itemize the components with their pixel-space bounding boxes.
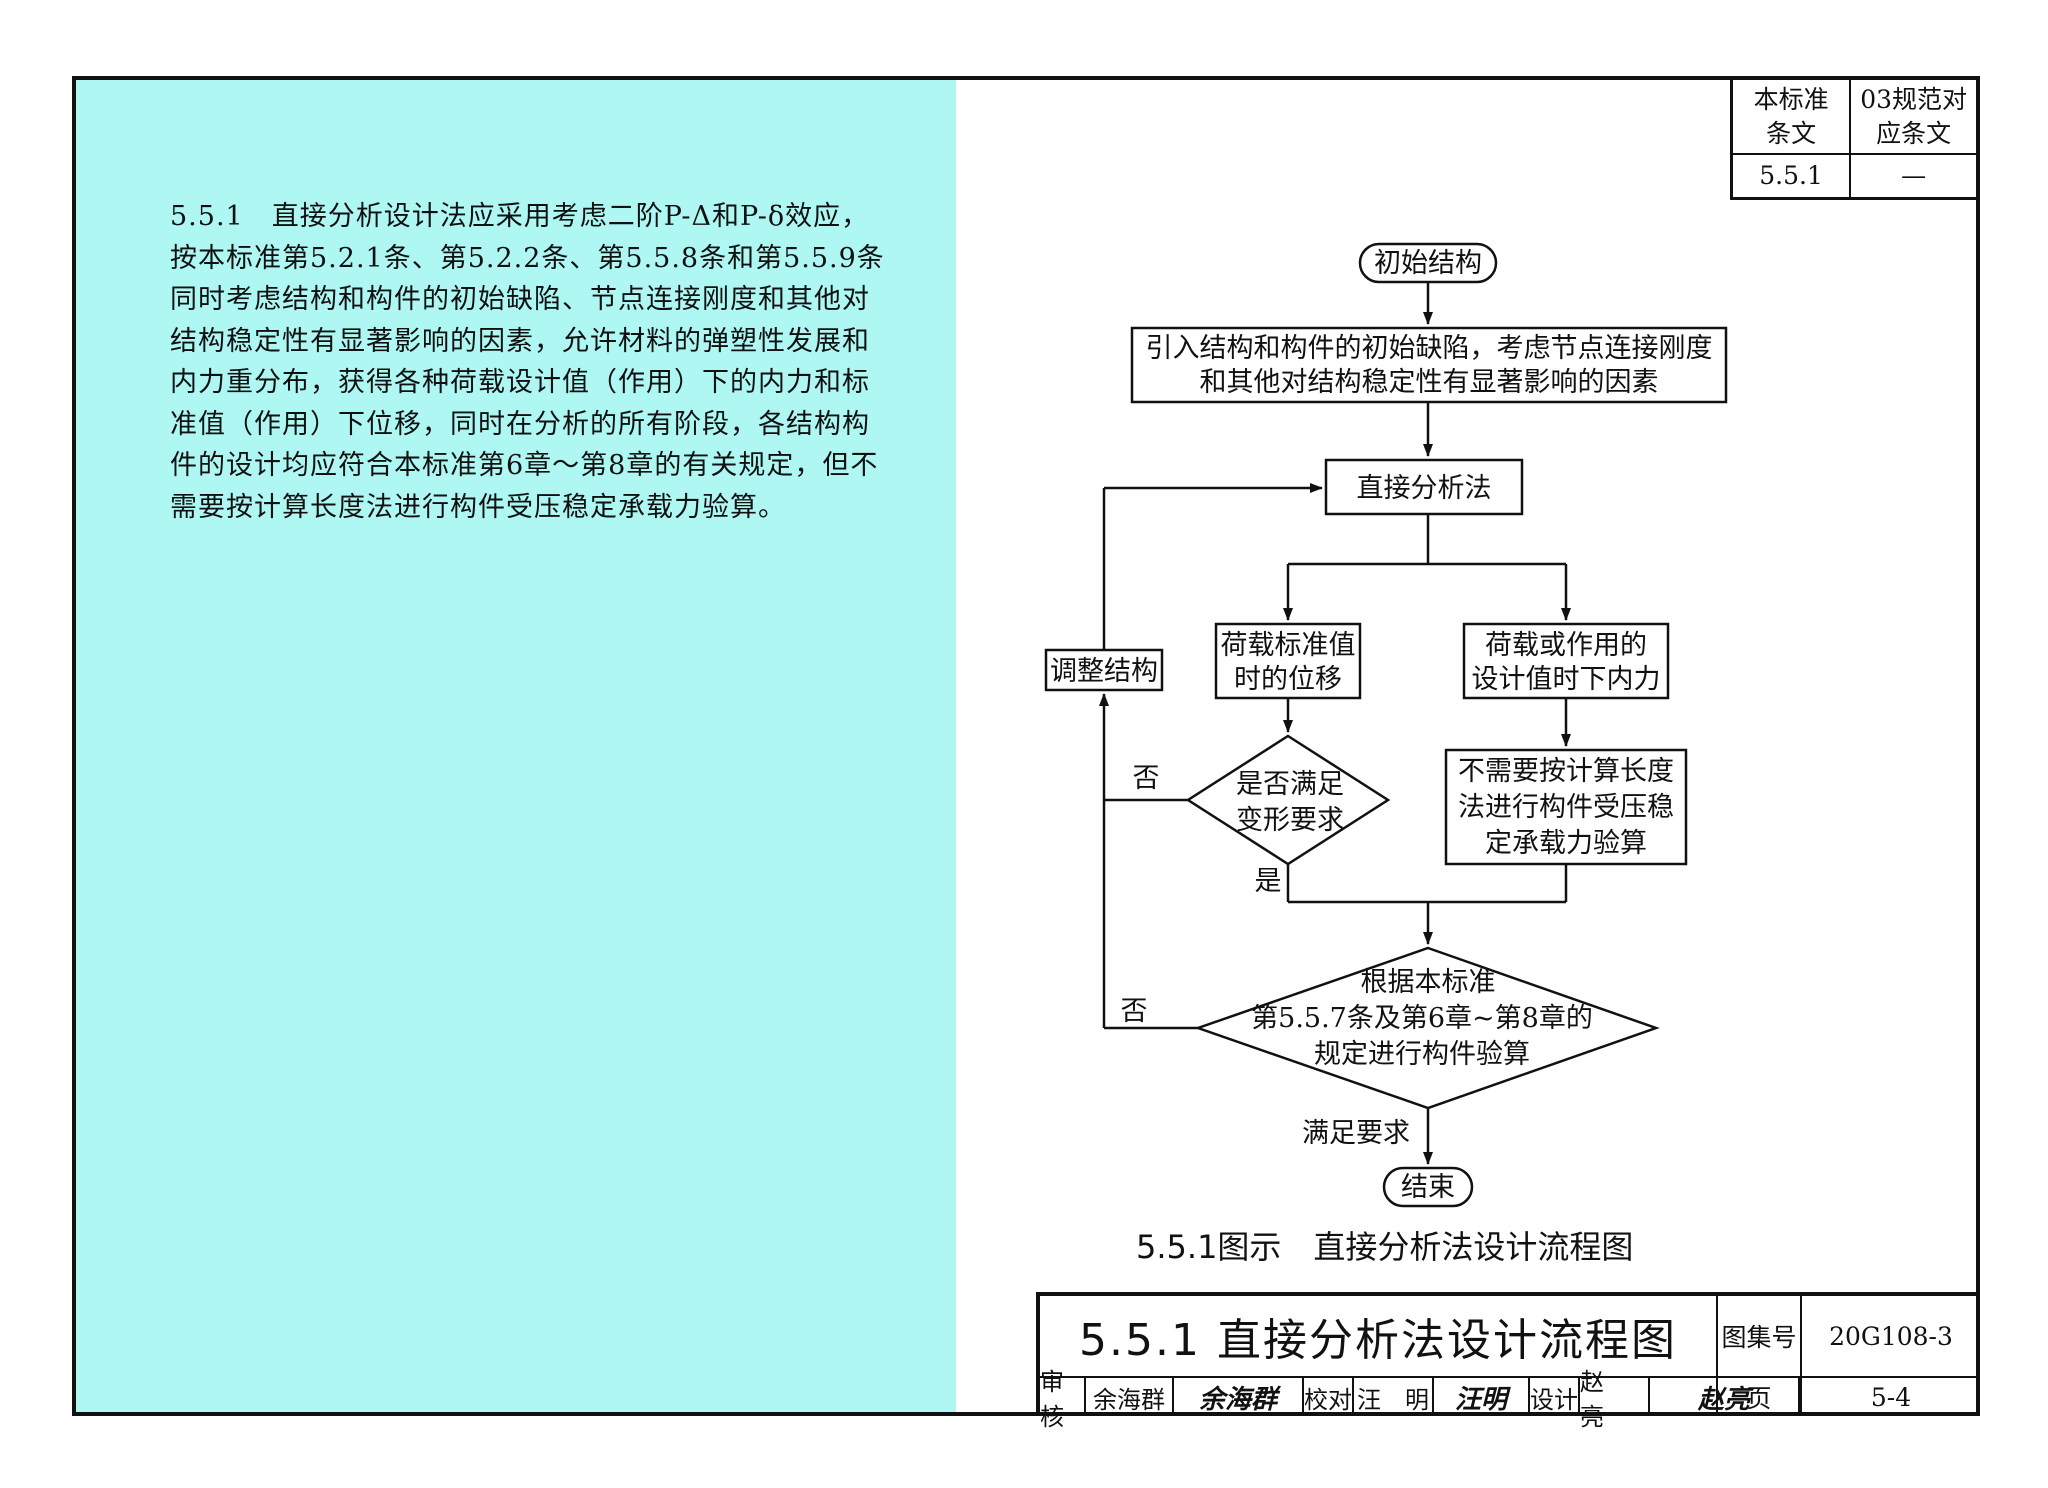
no-label-2: 否 [1121,996,1148,1027]
clause-line: 5.5.1 直接分析设计法应采用考虑二阶P-Δ和P-δ效应， [170,201,870,232]
internal-force-box [1462,622,1670,700]
clause-line: 准值（作用）下位移，同时在分析的所有阶段，各结构构 [170,408,870,440]
no-buckling-check-box [1444,748,1688,866]
end-label: 结束 [1401,1172,1455,1203]
page-number: 5-4 [1800,1378,1980,1416]
adjust-structure-box [1044,648,1164,692]
figure-caption: 5.5.1图示 直接分析法设计流程图 [1136,1228,1634,1266]
verify-label-2: 第5.5.7条及第6章~第8章的 [1251,1003,1593,1034]
ref-value-standard: 5.5.1 [1733,153,1852,197]
end-node [1382,1166,1474,1208]
check-label-1: 是否满足 [1236,769,1344,800]
intro-imperfections-box [1130,326,1728,404]
clause-line: 按本标准第5.2.1条、第5.2.2条、第5.5.8条和第5.5.9条 [170,242,885,274]
clause-line: 件的设计均应符合本标准第6章～第8章的有关规定，但不 [170,450,879,481]
intro-label-1: 引入结构和构件的初始缺陷，考虑节点连接刚度 [1146,333,1713,364]
drawing-frame [72,76,1980,1416]
highlight-panel [76,80,956,1412]
ref-value-code03: — [1849,153,1976,197]
designer-signature: 赵亮 [1650,1378,1800,1416]
displacement-label-2: 时的位移 [1234,664,1342,695]
reviewer-signature: 余海群 [1174,1378,1304,1416]
adjust-label: 调整结构 [1050,656,1158,687]
direct-analysis-box [1324,458,1524,516]
clause-line: 需要按计算长度法进行构件受压稳定承载力验算。 [170,491,786,523]
check-label: 校对 [1304,1378,1354,1416]
drawing-title: 5.5.1 直接分析法设计流程图 [1079,1315,1677,1366]
no-label-1: 否 [1133,763,1160,794]
ref-header-standard: 本标准条文 [1733,80,1852,155]
noneed-label-1: 不需要按计算长度 [1458,756,1674,787]
clause-text: 5.5.1 直接分析设计法应采用考虑二阶P-Δ和P-δ效应， 按本标准第5.2.… [170,196,900,528]
noneed-label-3: 定承载力验算 [1485,828,1647,859]
checker-signature: 汪明 [1434,1378,1530,1416]
title-block: 5.5.1 直接分析法设计流程图 图集号 20G108-3 审核 余海群 余海群… [1036,1292,1980,1431]
atlas-label: 图集号 [1716,1296,1800,1376]
reviewer-name: 余海群 [1086,1378,1174,1416]
displacement-label-1: 荷载标准值 [1221,630,1356,661]
noneed-label-2: 法进行构件受压稳 [1458,792,1674,823]
intro-label-2: 和其他对结构稳定性有显著影响的因素 [1200,367,1659,398]
method-label: 直接分析法 [1357,473,1492,504]
force-label-2: 设计值时下内力 [1472,664,1661,695]
ref-header-code03: 03规范对应条文 [1849,80,1976,155]
clause-line: 结构稳定性有显著影响的因素，允许材料的弹塑性发展和 [170,325,870,357]
verify-label-1: 根据本标准 [1361,967,1496,998]
clause-reference-table: 本标准条文 03规范对应条文 5.5.1 — [1730,80,1976,200]
atlas-number: 20G108-3 [1800,1296,1980,1376]
clause-line: 内力重分布，获得各种荷载设计值（作用）下的内力和标 [170,367,870,398]
page-label-cell: 页 [1716,1378,1800,1416]
checker-name: 汪 明 [1354,1378,1434,1416]
clause-line: 同时考虑结构和构件的初始缺陷、节点连接刚度和其他对 [170,284,870,315]
review-label: 审核 [1040,1368,1086,1431]
deformation-check-diamond [1185,734,1391,866]
signature-row: 审核 余海群 余海群 校对 汪 明 汪明 设计 赵 亮 赵亮 [1040,1368,1980,1431]
design-label: 设计 [1530,1378,1580,1416]
satisfied-label: 满足要求 [1302,1118,1410,1149]
force-label-1: 荷载或作用的 [1485,630,1647,661]
yes-label: 是 [1255,866,1282,897]
check-label-2: 变形要求 [1236,805,1344,836]
designer-name: 赵 亮 [1580,1368,1650,1431]
verify-label-3: 规定进行构件验算 [1314,1039,1530,1070]
start-label: 初始结构 [1374,248,1482,279]
